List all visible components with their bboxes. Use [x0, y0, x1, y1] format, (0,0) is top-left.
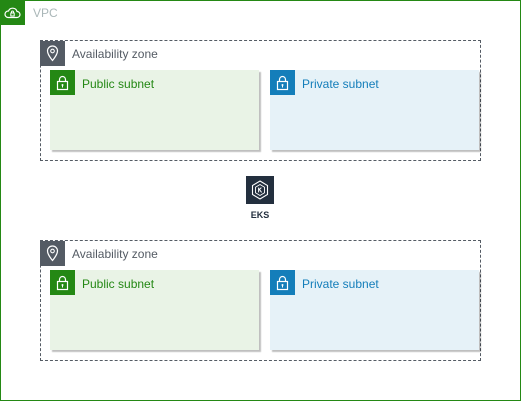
padlock-icon — [50, 70, 75, 95]
padlock-icon — [270, 70, 295, 95]
public-subnet-label: Public subnet — [82, 77, 155, 91]
eks-kubernetes-icon — [246, 176, 274, 204]
vpc-cloud-lock-icon — [0, 0, 25, 25]
public-subnet-1 — [50, 70, 259, 150]
availability-zone-1 — [40, 40, 481, 161]
padlock-icon — [50, 270, 75, 295]
availability-zone-label: Availability zone — [72, 247, 158, 261]
eks-label: EKS — [250, 210, 270, 220]
private-subnet-label: Private subnet — [302, 77, 379, 91]
availability-zone-label: Availability zone — [72, 47, 158, 61]
public-subnet-label: Public subnet — [82, 277, 155, 291]
location-pin-icon — [40, 241, 65, 266]
vpc-label: VPC — [33, 6, 58, 20]
private-subnet-1 — [270, 70, 479, 150]
private-subnet-2 — [270, 270, 479, 350]
availability-zone-2 — [40, 240, 481, 361]
public-subnet-2 — [50, 270, 259, 350]
padlock-icon — [270, 270, 295, 295]
private-subnet-label: Private subnet — [302, 277, 379, 291]
location-pin-icon — [40, 41, 65, 66]
